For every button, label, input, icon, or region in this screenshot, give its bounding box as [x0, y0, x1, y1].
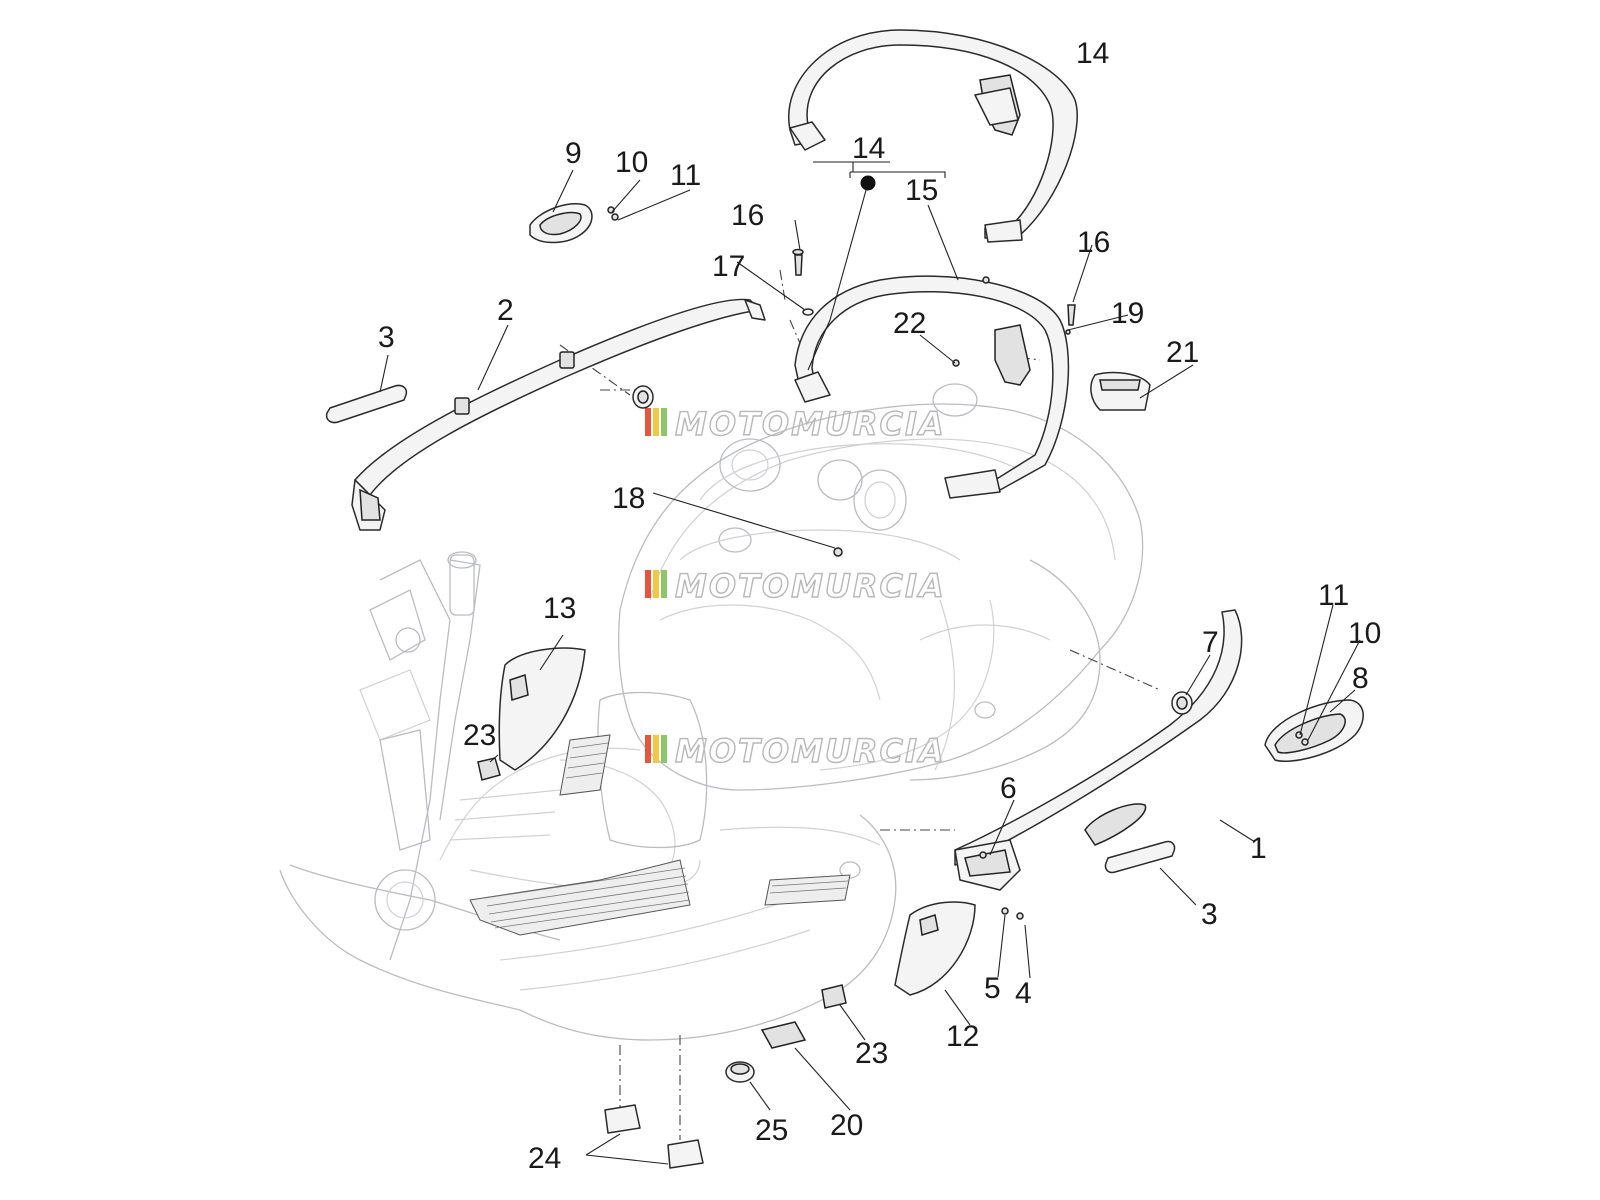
watermark-text: MOTOMURCIA	[675, 405, 946, 443]
callout-15: 15	[905, 174, 938, 207]
part-side-rail-left	[351, 298, 766, 531]
callout-13: 13	[543, 592, 576, 625]
callout-23: 23	[463, 719, 496, 752]
callout-21: 21	[1166, 336, 1199, 369]
leader-lines	[379, 161, 1361, 1165]
callout-1: 1	[1250, 832, 1267, 865]
callout-10: 10	[615, 146, 648, 179]
callout-19: 19	[1111, 297, 1144, 330]
part-grommet	[725, 1061, 755, 1083]
callout-3: 3	[378, 321, 395, 354]
part-grommet-left	[632, 385, 654, 409]
part-side-rail-right	[954, 609, 1243, 891]
callout-25: 25	[755, 1114, 788, 1147]
callout-7: 7	[1202, 626, 1219, 659]
part-badge-left	[529, 203, 593, 244]
part-rubber-block	[760, 1021, 807, 1049]
floor-mat-pattern	[469, 734, 851, 936]
callout-5: 5	[984, 972, 1001, 1005]
callout-14: 14	[852, 132, 885, 165]
callout-12: 12	[946, 1020, 979, 1053]
callout-2: 2	[497, 294, 514, 327]
watermark-text: MOTOMURCIA	[675, 567, 946, 605]
callout-24: 24	[528, 1142, 561, 1175]
callout-16: 16	[1077, 226, 1110, 259]
callout-4: 4	[1015, 977, 1032, 1010]
part-plug-1	[604, 1104, 641, 1134]
watermark-text: MOTOMURCIA	[675, 732, 946, 770]
callout-11: 11	[1318, 579, 1349, 612]
callout-18: 18	[612, 482, 645, 515]
part-clip-bottom	[821, 984, 847, 1009]
part-front-inner-cover	[498, 647, 586, 771]
callout-20: 20	[830, 1109, 863, 1142]
callout-14: 14	[1076, 37, 1109, 70]
part-strip-right	[1104, 840, 1176, 874]
callout-22: 22	[893, 307, 926, 340]
callout-9: 9	[565, 137, 582, 170]
callout-6: 6	[1000, 772, 1017, 805]
part-badge-right	[1264, 699, 1364, 762]
callout-17: 17	[712, 250, 745, 283]
callout-16: 16	[731, 199, 764, 232]
fasteners	[607, 206, 1309, 920]
part-rear-cover	[1090, 371, 1151, 411]
part-strip-left	[325, 384, 408, 424]
callout-23: 23	[855, 1037, 888, 1070]
watermark-bottom: MOTOMURCIA	[645, 731, 946, 771]
callout-8: 8	[1352, 662, 1369, 695]
callout-3: 3	[1201, 898, 1218, 931]
watermark-middle: MOTOMURCIA	[645, 566, 946, 606]
part-rear-rack-lower	[794, 275, 1070, 499]
watermark-top: MOTOMURCIA	[645, 404, 946, 444]
callout-11: 11	[670, 159, 701, 192]
callout-10: 10	[1348, 617, 1381, 650]
part-clip-left	[477, 757, 501, 781]
part-grommet-right	[1171, 691, 1193, 715]
scooter-body-outline	[279, 383, 1144, 1041]
part-lower-cover	[894, 901, 976, 996]
part-plug-2	[667, 1139, 704, 1169]
callout-labels: 1 2 3 3 4 5 6 7 8 9 10 10 11 11 12 13 14…	[378, 37, 1381, 1175]
part-rear-rack-upper	[788, 29, 1078, 243]
